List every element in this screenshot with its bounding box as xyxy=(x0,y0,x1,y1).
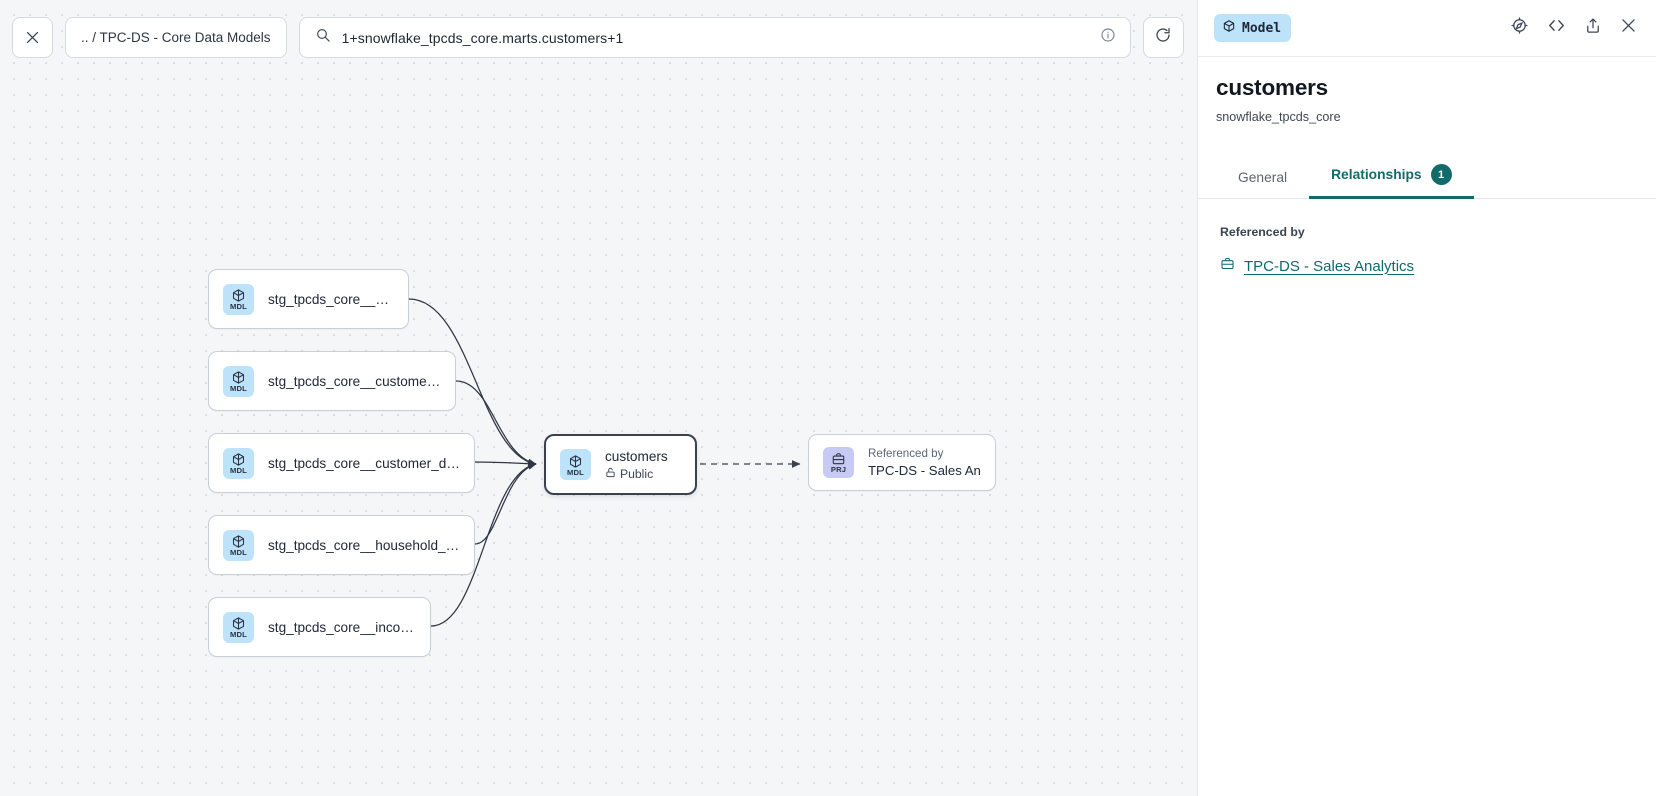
badge-text: MDL xyxy=(566,467,585,477)
node-kicker: Referenced by xyxy=(868,447,944,460)
close-lineage-button[interactable] xyxy=(12,17,53,58)
resource-type-label: Model xyxy=(1242,20,1282,36)
tab-general[interactable]: General xyxy=(1216,160,1309,199)
tab-count-badge: 1 xyxy=(1430,164,1452,185)
search-value: 1+snowflake_tpcds_core.marts.customers+1 xyxy=(341,29,624,46)
node-body: stg_tpcds_core__household_demogr… xyxy=(268,538,460,553)
badge-text: PRJ xyxy=(830,465,847,474)
view-code-button[interactable] xyxy=(1546,16,1567,40)
lineage-canvas[interactable]: MDL stg_tpcds_core__customer MDL stg_tpc… xyxy=(0,0,1197,796)
lineage-node-upstream[interactable]: MDL stg_tpcds_core__customer_address xyxy=(208,351,456,411)
model-badge: MDL xyxy=(223,529,254,561)
node-body: stg_tpcds_core__customer_demogra… xyxy=(268,456,460,471)
node-label: stg_tpcds_core__customer_address xyxy=(268,373,441,389)
project-badge: PRJ xyxy=(823,447,854,478)
lineage-node-upstream[interactable]: MDL stg_tpcds_core__income_band xyxy=(208,597,431,657)
node-body: stg_tpcds_core__customer xyxy=(268,292,394,307)
cube-icon xyxy=(1222,19,1236,37)
lineage-node-downstream[interactable]: PRJ Referenced by TPC-DS - Sales Analyti… xyxy=(808,434,996,491)
model-badge: MDL xyxy=(223,365,254,397)
share-button[interactable] xyxy=(1584,16,1602,40)
search-icon xyxy=(315,27,331,48)
share-icon xyxy=(1584,16,1602,40)
list-item[interactable]: TPC-DS - Sales Analytics xyxy=(1220,256,1638,276)
refresh-icon xyxy=(1154,26,1172,49)
model-badge: MDL xyxy=(223,447,254,479)
badge-text: MDL xyxy=(229,630,248,639)
panel-tabs: General Relationships 1 xyxy=(1198,154,1656,199)
model-badge: MDL xyxy=(223,283,254,315)
node-body: Referenced by TPC-DS - Sales Analytics xyxy=(868,447,981,478)
node-label: stg_tpcds_core__customer_demogra… xyxy=(268,455,460,471)
node-label: stg_tpcds_core__income_band xyxy=(268,619,416,635)
close-icon xyxy=(1619,16,1638,40)
page-title: customers xyxy=(1216,75,1328,100)
badge-text: MDL xyxy=(229,548,248,557)
details-panel: Model xyxy=(1197,0,1656,796)
node-body: customers Public xyxy=(605,449,668,481)
model-badge: MDL xyxy=(223,611,254,643)
panel-action-buttons xyxy=(1510,16,1638,40)
close-icon xyxy=(24,29,41,46)
section-label: Referenced by xyxy=(1220,225,1305,239)
visibility-label: Public xyxy=(620,466,654,481)
badge-text: MDL xyxy=(229,466,248,475)
info-icon[interactable] xyxy=(1100,27,1116,48)
lineage-node-upstream[interactable]: MDL stg_tpcds_core__customer xyxy=(208,269,409,329)
explore-button[interactable] xyxy=(1510,16,1529,40)
search-input[interactable]: 1+snowflake_tpcds_core.marts.customers+1 xyxy=(298,17,1131,58)
reference-link[interactable]: TPC-DS - Sales Analytics xyxy=(1244,257,1415,275)
lineage-node-upstream[interactable]: MDL stg_tpcds_core__customer_demogra… xyxy=(208,433,475,493)
refresh-button[interactable] xyxy=(1142,17,1184,58)
lock-icon xyxy=(605,467,616,481)
compass-icon xyxy=(1510,16,1529,40)
badge-text: MDL xyxy=(229,302,248,311)
lineage-node-upstream[interactable]: MDL stg_tpcds_core__household_demogr… xyxy=(208,515,475,575)
node-label: stg_tpcds_core__customer xyxy=(268,291,394,307)
panel-header: customers snowflake_tpcds_core xyxy=(1198,57,1656,124)
model-badge: MDL xyxy=(560,449,591,480)
tab-label: Relationships xyxy=(1331,167,1422,182)
node-label: customers xyxy=(605,448,668,464)
node-label: stg_tpcds_core__household_demogr… xyxy=(268,537,460,553)
node-visibility: Public xyxy=(605,467,668,481)
panel-toolbar: Model xyxy=(1198,0,1656,57)
panel-subtitle: snowflake_tpcds_core xyxy=(1216,110,1341,124)
tab-relationships[interactable]: Relationships 1 xyxy=(1309,154,1474,199)
node-label: TPC-DS - Sales Analytics xyxy=(868,463,981,478)
node-body: stg_tpcds_core__income_band xyxy=(268,620,416,635)
node-body: stg_tpcds_core__customer_address xyxy=(268,374,441,389)
lineage-toolbar: .. / TPC-DS - Core Data Models 1+snowfla… xyxy=(12,17,1184,58)
relationships-content: Referenced by TPC-DS - Sales Analytics xyxy=(1198,199,1656,276)
badge-text: MDL xyxy=(229,384,248,393)
resource-type-chip[interactable]: Model xyxy=(1214,14,1292,42)
code-icon xyxy=(1546,16,1567,40)
tab-label: General xyxy=(1238,170,1288,185)
lineage-node-focus[interactable]: MDL customers Public xyxy=(544,434,697,495)
breadcrumb[interactable]: .. / TPC-DS - Core Data Models xyxy=(65,17,287,58)
project-icon xyxy=(1220,256,1235,276)
close-panel-button[interactable] xyxy=(1619,16,1638,40)
lineage-nodes: MDL stg_tpcds_core__customer MDL stg_tpc… xyxy=(208,269,996,657)
